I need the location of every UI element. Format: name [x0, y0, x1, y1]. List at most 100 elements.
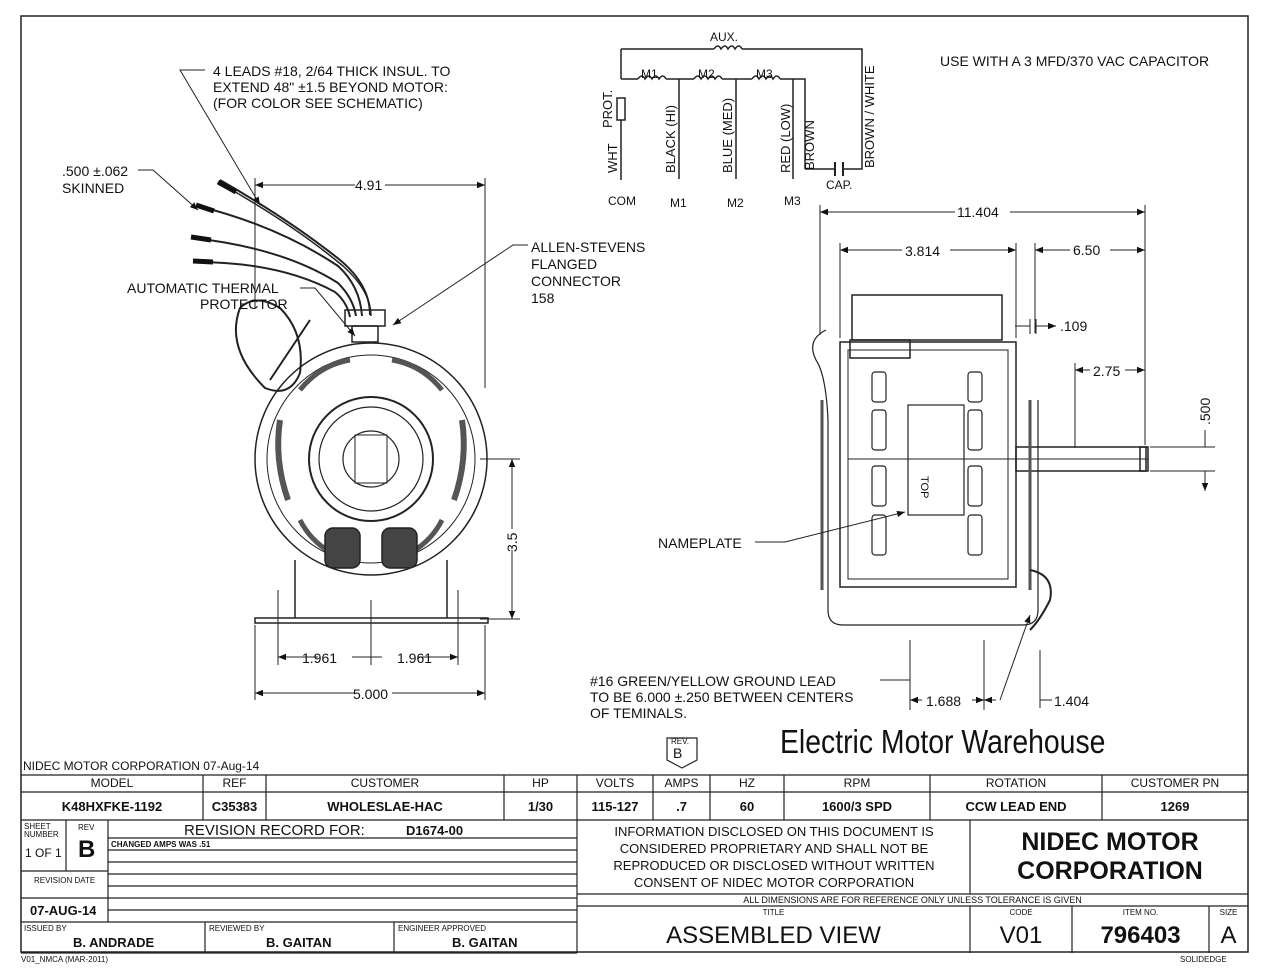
dim-3-5: 3.5	[504, 532, 520, 552]
dim-2-75: 2.75	[1093, 363, 1121, 379]
dim-3-814: 3.814	[905, 243, 941, 259]
header-ref: REF	[222, 776, 247, 790]
issued-by-value: B. ANDRADE	[73, 935, 155, 950]
dim-1-961-right: 1.961	[397, 650, 433, 666]
wiring-schematic	[616, 45, 863, 180]
aux-label: AUX.	[710, 30, 739, 44]
code-label: CODE	[1009, 908, 1033, 917]
leader-lines	[138, 69, 1030, 701]
value-hp: 1/30	[527, 799, 554, 814]
m2-terminal-label: M2	[727, 196, 744, 210]
header-customer-pn: CUSTOMER PN	[1130, 776, 1220, 790]
engineer-value: B. GAITAN	[452, 935, 518, 950]
cap-label: CAP.	[826, 178, 853, 192]
rev-badge-shape	[666, 737, 698, 769]
brand-title: Electric Motor Warehouse	[780, 723, 1106, 760]
dim-1-961-left: 1.961	[302, 650, 338, 666]
code-value: V01	[999, 922, 1043, 949]
drawing-frame	[20, 15, 1249, 953]
value-volts: 115-127	[591, 799, 639, 814]
leads-note-line-1: 4 LEADS #18, 2/64 THICK INSUL. TO	[213, 63, 451, 79]
value-model: K48HXFKE-1192	[61, 799, 163, 814]
size-value: A	[1220, 922, 1237, 949]
company-name: NIDEC MOTOR CORPORATION	[1017, 828, 1203, 885]
ground-note-line-2: TO BE 6.000 ±.250 BETWEEN CENTERS	[590, 689, 854, 705]
header-hz: HZ	[739, 776, 755, 790]
motor-front-view	[190, 179, 489, 624]
leads-note-line-3: (FOR COLOR SEE SCHEMATIC)	[213, 95, 423, 111]
capacitor-note: USE WITH A 3 MFD/370 VAC CAPACITOR	[940, 53, 1210, 69]
value-amps: .7	[676, 799, 687, 814]
revision-date-value: 07-AUG-14	[30, 903, 97, 918]
com-terminal-label: COM	[608, 194, 636, 208]
black-hi-label: BLACK (HI)	[663, 105, 678, 173]
thermal-note-line-2: PROTECTOR	[200, 296, 288, 312]
footer-software: SOLIDEDGE	[1180, 955, 1227, 964]
brown-label: BROWN	[802, 120, 817, 170]
m1-terminal-label: M1	[670, 196, 687, 210]
header-customer: CUSTOMER	[350, 776, 420, 790]
leads-note-line-2: EXTEND 48" ±1.5 BEYOND MOTOR:	[213, 79, 448, 95]
dim-11-404: 11.404	[957, 204, 999, 220]
m1-coil-label: M1	[641, 67, 658, 81]
value-customer-pn: 1269	[1160, 799, 1190, 814]
red-low-label: RED (LOW)	[778, 103, 793, 173]
value-hz: 60	[739, 799, 755, 814]
header-amps: AMPS	[664, 776, 699, 790]
title-label: TITLE	[762, 908, 785, 917]
rev-badge-label: REV.	[671, 737, 689, 746]
reviewed-by-label: REVIEWED BY	[209, 924, 265, 933]
dim-1-688: 1.688	[926, 693, 962, 709]
footer-form-id: V01_NMCA (MAR-2011)	[21, 955, 108, 964]
m3-terminal-label: M3	[784, 194, 801, 208]
blue-med-label: BLUE (MED)	[720, 97, 735, 173]
dim-6-50: 6.50	[1073, 242, 1101, 258]
connector-note-line-4: 158	[531, 290, 555, 306]
item-number-value: 796403	[1100, 922, 1181, 949]
revision-record-number: D1674-00	[406, 823, 464, 838]
size-label: SIZE	[1219, 908, 1238, 917]
item-number-label: ITEM NO.	[1122, 908, 1159, 917]
proprietary-disclaimer: INFORMATION DISCLOSED ON THIS DOCUMENT I…	[613, 824, 935, 890]
value-ref: C35383	[211, 799, 258, 814]
motor-side-view	[812, 294, 1149, 631]
header-hp: HP	[532, 776, 549, 790]
dim-4-91: 4.91	[355, 177, 383, 193]
connector-note-line-2: FLANGED	[531, 256, 598, 272]
header-rpm: RPM	[843, 776, 871, 790]
revision-date-label: REVISION DATE	[34, 876, 96, 885]
reference-note: ALL DIMENSIONS ARE FOR REFERENCE ONLY UN…	[743, 895, 1082, 905]
skinned-note-line-1: .500 ±.062	[62, 163, 129, 179]
brown-white-label: BROWN / WHITE	[862, 65, 877, 168]
m3-coil-label: M3	[756, 67, 773, 81]
date-line: NIDEC MOTOR CORPORATION 07-Aug-14	[23, 759, 260, 773]
header-volts: VOLTS	[595, 776, 635, 790]
nameplate-label: NAMEPLATE	[658, 535, 742, 551]
thermal-note-line-1: AUTOMATIC THERMAL	[127, 280, 279, 296]
ground-note-line-3: OF TEMINALS.	[590, 705, 687, 721]
dimension-lines	[255, 178, 1215, 710]
dim-0-500: .500	[1197, 397, 1213, 425]
header-model: MODEL	[90, 776, 134, 790]
rev-value: B	[78, 836, 96, 863]
revision-record-label: REVISION RECORD FOR:	[184, 822, 365, 839]
dim-0-109: .109	[1060, 318, 1088, 334]
top-label: TOP	[918, 476, 930, 499]
engineer-label: ENGINEER APPROVED	[398, 924, 487, 933]
reviewed-by-value: B. GAITAN	[266, 935, 332, 950]
value-customer: WHOLESLAE-HAC	[327, 799, 443, 814]
skinned-note-line-2: SKINNED	[62, 180, 125, 196]
wht-label: WHT	[605, 143, 620, 173]
value-rpm: 1600/3 SPD	[821, 799, 893, 814]
dim-1-404: 1.404	[1054, 693, 1090, 709]
prot-label: PROT.	[600, 89, 615, 128]
change-note: CHANGED AMPS WAS .51	[111, 840, 211, 849]
issued-by-label: ISSUED BY	[24, 924, 67, 933]
dim-5-000: 5.000	[353, 686, 389, 702]
connector-note-line-1: ALLEN-STEVENS	[531, 239, 646, 255]
header-rotation: ROTATION	[985, 776, 1047, 790]
sheet-number-value: 1 OF 1	[25, 846, 62, 860]
m2-coil-label: M2	[698, 67, 715, 81]
value-rotation: CCW LEAD END	[965, 799, 1067, 814]
